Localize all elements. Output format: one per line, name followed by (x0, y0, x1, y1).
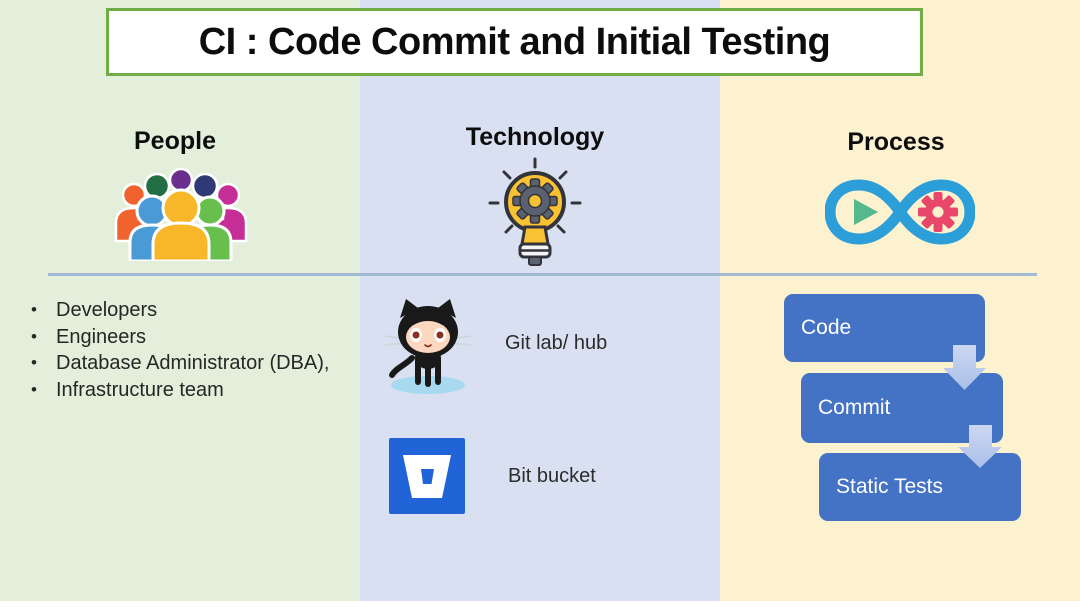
bullet-marker: • (31, 353, 37, 372)
process-step-static-tests: Static Tests (819, 453, 1021, 521)
title-box: CI : Code Commit and Initial Testing (106, 8, 923, 76)
people-item-label: Engineers (56, 325, 147, 348)
list-item: • Infrastructure team (22, 377, 352, 404)
people-list: • Developers • Engineers • Database Admi… (22, 297, 352, 403)
gear-glyph (512, 178, 558, 224)
bullet-marker: • (31, 300, 37, 319)
technology-header: Technology (465, 123, 605, 151)
step-label: Commit (818, 396, 891, 419)
people-column-background (0, 0, 360, 601)
people-item-label: Database Administrator (DBA), (56, 352, 330, 374)
arrow-down-icon (958, 425, 1002, 468)
divider-line (48, 273, 1037, 276)
list-item: • Developers (22, 297, 352, 324)
people-item-label: Developers (56, 299, 158, 321)
bitbucket-icon (389, 438, 465, 514)
github-octocat-icon (384, 299, 472, 394)
arrow-down-icon (943, 345, 986, 390)
bottom-margin-strip (0, 601, 1080, 607)
people-group-icon (114, 167, 248, 261)
people-item-label: Infrastructure team (56, 378, 224, 401)
people-header: People (134, 127, 216, 155)
step-label: Code (801, 316, 852, 339)
bullet-marker: • (31, 326, 37, 346)
list-item: • Engineers (22, 324, 352, 351)
bitbucket-tool-label: Bit bucket (508, 465, 596, 487)
play-icon (854, 199, 878, 225)
gear-icon (918, 192, 958, 232)
page-title: CI : Code Commit and Initial Testing (198, 20, 831, 63)
lightbulb-gear-icon (488, 157, 582, 266)
list-item: • Database Administrator (DBA), (22, 350, 352, 377)
process-header: Process (847, 128, 945, 156)
bullet-marker: • (31, 379, 37, 399)
devops-infinity-icon (825, 179, 975, 245)
step-label: Static Tests (836, 475, 943, 498)
git-tool-label: Git lab/ hub (505, 332, 608, 354)
process-step-code: Code (784, 294, 985, 362)
flow-arrows (943, 345, 1002, 468)
